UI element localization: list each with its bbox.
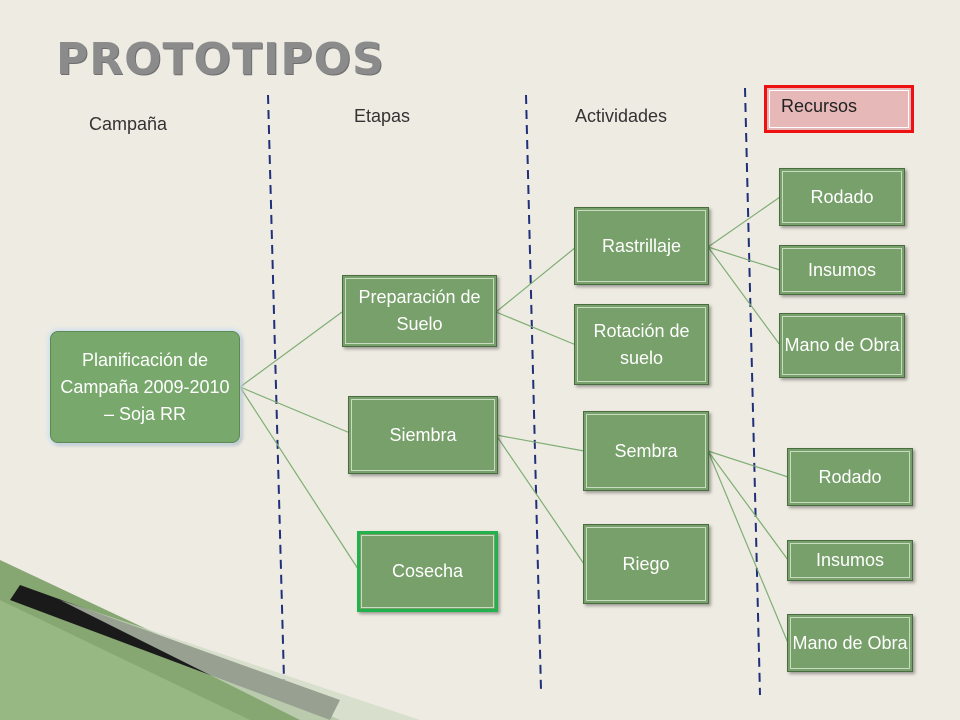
node-insumos-1[interactable]: Insumos [779,245,905,295]
node-siembra[interactable]: Siembra [348,396,498,474]
node-mano-obra-1[interactable]: Mano de Obra [779,313,905,378]
divider-3 [744,87,761,696]
node-rastrillaje[interactable]: Rastrillaje [574,207,709,285]
connector-rastrillaje-mano-obra [707,246,781,346]
divider-1 [267,94,285,681]
column-header-campana: Campaña [89,114,168,134]
connector-root-siembra [239,386,351,434]
connector-rastrillaje-rodado [707,196,781,248]
node-rodado-2[interactable]: Rodado [787,448,913,506]
column-header-etapas: Etapas [354,106,411,126]
node-cosecha[interactable]: Cosecha [357,531,498,612]
divider-2 [525,94,542,691]
connector-siembra-sembra [495,434,585,452]
connector-preparacion-rastrillaje [495,246,577,313]
column-header-actividades: Actividades [575,106,668,126]
connector-root-cosecha [239,386,361,573]
connector-sembra-insumos [707,450,789,561]
node-rotacion-suelo[interactable]: Rotación de suelo [574,304,709,385]
column-header-recursos: Recursos [764,85,914,133]
decorative-swoosh [0,560,420,720]
node-sembra[interactable]: Sembra [583,411,709,491]
node-rodado-1[interactable]: Rodado [779,168,905,226]
node-mano-obra-2[interactable]: Mano de Obra [787,614,913,672]
connectors [239,196,789,644]
node-preparacion-suelo[interactable]: Preparación de Suelo [342,275,497,347]
page-title: PROTOTIPOS [56,34,385,85]
connector-preparacion-rotacion [495,311,577,346]
connector-siembra-riego [495,434,585,565]
node-planificacion-campana[interactable]: Planificación de Campaña 2009-2010 – Soj… [50,331,240,443]
connector-rastrillaje-insumos [707,246,781,271]
connector-sembra-rodado [707,450,789,478]
connector-root-preparacion [239,311,343,388]
node-riego[interactable]: Riego [583,524,709,604]
connector-sembra-mano-obra [707,450,789,644]
node-insumos-2[interactable]: Insumos [787,540,913,581]
